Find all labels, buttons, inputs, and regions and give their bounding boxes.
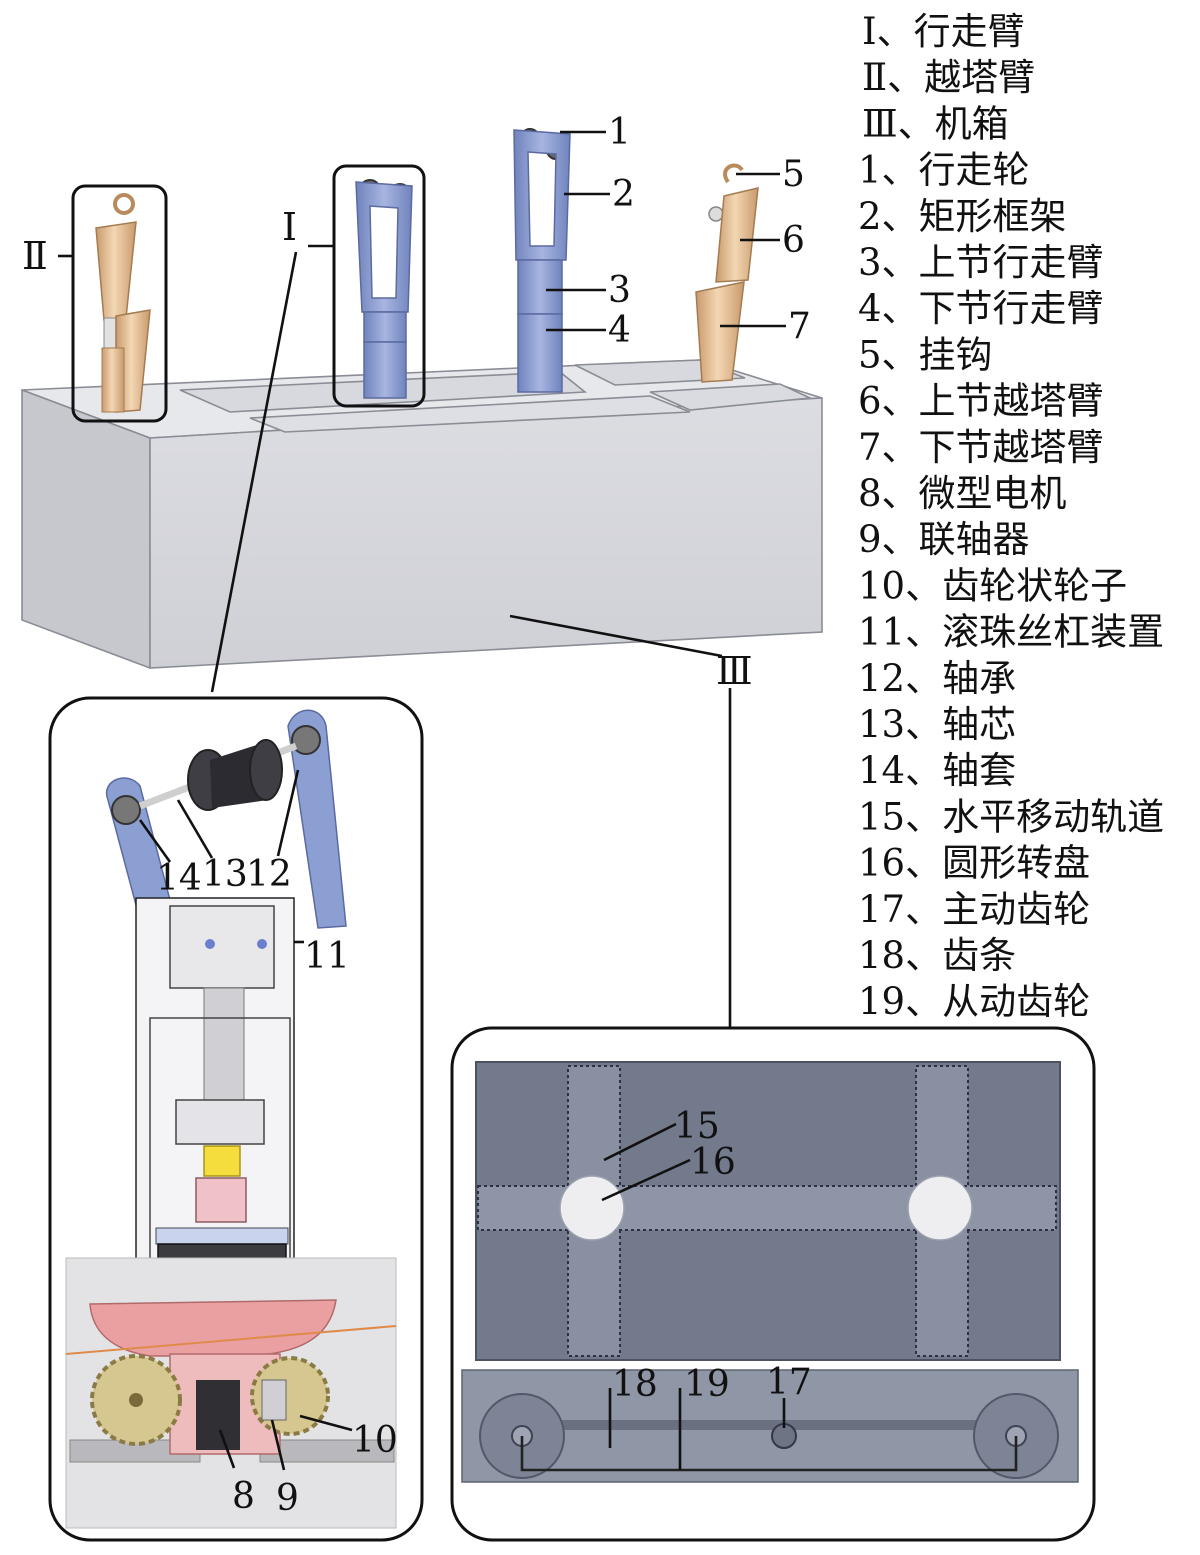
label-7: 7: [788, 306, 811, 347]
label-18: 18: [612, 1364, 658, 1405]
legend-item: 18、齿条: [858, 934, 1016, 977]
inset-frame: [48, 696, 424, 1542]
inset-box-internals: [450, 1026, 1096, 1542]
label-roman-2: Ⅱ: [22, 234, 48, 278]
upper-walking-arm: [363, 311, 407, 343]
box-left-face: [21, 388, 151, 670]
hook-icon: [113, 193, 135, 215]
nut-block: [175, 1099, 265, 1145]
legend-item: 11、滚珠丝杠装置: [858, 611, 1164, 654]
legend-item: 1、行走轮: [858, 149, 1030, 192]
legend-item: 4、下节行走臂: [858, 287, 1104, 330]
callouts-top: Ⅱ Ⅰ 1 2 3 4 5 6 7 Ⅲ: [22, 112, 811, 1028]
label-13: 13: [202, 854, 248, 895]
lower-walking-arm: [517, 313, 563, 393]
bearing-icon: [111, 795, 141, 825]
upper-tower-arm: [715, 187, 759, 283]
legend-item: Ⅰ、行走臂: [862, 10, 1025, 53]
label-3: 3: [608, 270, 631, 311]
legend-item: 6、上节越塔臂: [858, 380, 1104, 423]
legend: Ⅰ、行走臂Ⅱ、越塔臂Ⅲ、机箱1、行走轮2、矩形框架3、上节行走臂4、下节行走臂5…: [858, 10, 1164, 1023]
label-2: 2: [612, 174, 635, 215]
round-turntable-icon: [907, 1175, 973, 1241]
motor-mount: [155, 1227, 289, 1245]
walking-arm-frame: [332, 164, 426, 408]
gear-wheel-left-hub: [129, 1393, 143, 1407]
callouts-inset-1: 14 13 12 11 10 8 9: [138, 769, 398, 1519]
upper-tower-arm: [95, 221, 137, 321]
label-9: 9: [276, 1478, 299, 1519]
legend-item: 12、轴承: [858, 657, 1016, 700]
lower-walking-arm: [363, 341, 407, 399]
rack: [520, 1420, 1020, 1430]
spool-wheel-icon: [249, 739, 283, 801]
legend-item: 9、联轴器: [858, 518, 1030, 561]
legend-item: 17、主动齿轮: [858, 888, 1090, 931]
side-arm-right: [287, 709, 347, 929]
label-1: 1: [608, 112, 631, 153]
lower-tower-arm: [695, 281, 745, 383]
inset-walking-arm-detail: [48, 696, 424, 1542]
walking-arm-framed: [332, 164, 426, 408]
rectangular-frame: [513, 129, 571, 261]
label-10: 10: [352, 1420, 398, 1461]
tower-arm-right: [695, 163, 759, 383]
screw-icon: [205, 939, 215, 949]
coupling-pink: [195, 1177, 247, 1223]
label-4: 4: [608, 310, 631, 351]
label-15: 15: [674, 1106, 720, 1147]
label-19: 19: [684, 1364, 730, 1405]
legend-item: 14、轴套: [858, 749, 1016, 792]
label-17: 17: [766, 1362, 812, 1403]
upper-walking-arm: [517, 259, 563, 315]
tower-arm-left: [71, 184, 168, 423]
micro-motor-bottom: [196, 1380, 240, 1450]
box-top-slot: [249, 395, 691, 433]
legend-item: Ⅱ、越塔臂: [862, 56, 1035, 99]
legend-item: 10、齿轮状轮子: [858, 564, 1127, 607]
legend-item: 15、水平移动轨道: [858, 795, 1164, 838]
legend-item: 19、从动齿轮: [858, 980, 1090, 1023]
tower-arm-left-frame: [71, 184, 168, 423]
label-6: 6: [782, 220, 805, 261]
legend-item: Ⅲ、机箱: [862, 102, 1009, 145]
gear-connector: [520, 1436, 1018, 1472]
label-8: 8: [232, 1476, 255, 1517]
control-box: [21, 359, 823, 670]
legend-item: 5、挂钩: [858, 333, 993, 376]
legend-item: 8、微型电机: [858, 472, 1067, 515]
round-turntable-icon: [559, 1175, 625, 1241]
rail-orange: [65, 1325, 397, 1355]
box-top-slot: [649, 383, 813, 411]
hook-icon: [723, 163, 744, 184]
walking-arm-center: [513, 128, 571, 393]
legend-item: 3、上节行走臂: [858, 241, 1104, 284]
label-roman-1: Ⅰ: [282, 205, 297, 249]
label-16: 16: [690, 1142, 736, 1183]
tower-arm-lower-stem: [101, 347, 125, 413]
label-5: 5: [782, 154, 805, 195]
label-14: 14: [156, 858, 202, 899]
coupling-9: [261, 1379, 287, 1421]
ball-screw-top-block: [169, 905, 275, 989]
label-12: 12: [246, 854, 292, 895]
hook-joint-icon: [708, 206, 724, 222]
callouts-inset-2: 15 16 18 19 17: [601, 1106, 812, 1470]
legend-item: 7、下节越塔臂: [858, 426, 1104, 469]
inset-frame: [450, 1026, 1096, 1542]
coupling-yellow: [203, 1145, 241, 1177]
label-roman-3: Ⅲ: [716, 649, 753, 693]
label-11: 11: [304, 936, 350, 977]
box-front-face: [149, 397, 823, 669]
legend-item: 2、矩形框架: [858, 195, 1067, 238]
bearing-icon: [291, 725, 321, 755]
rectangular-frame: [355, 181, 413, 313]
legend-item: 13、轴芯: [858, 703, 1016, 746]
screw-icon: [257, 939, 267, 949]
legend-item: 16、圆形转盘: [858, 842, 1090, 885]
